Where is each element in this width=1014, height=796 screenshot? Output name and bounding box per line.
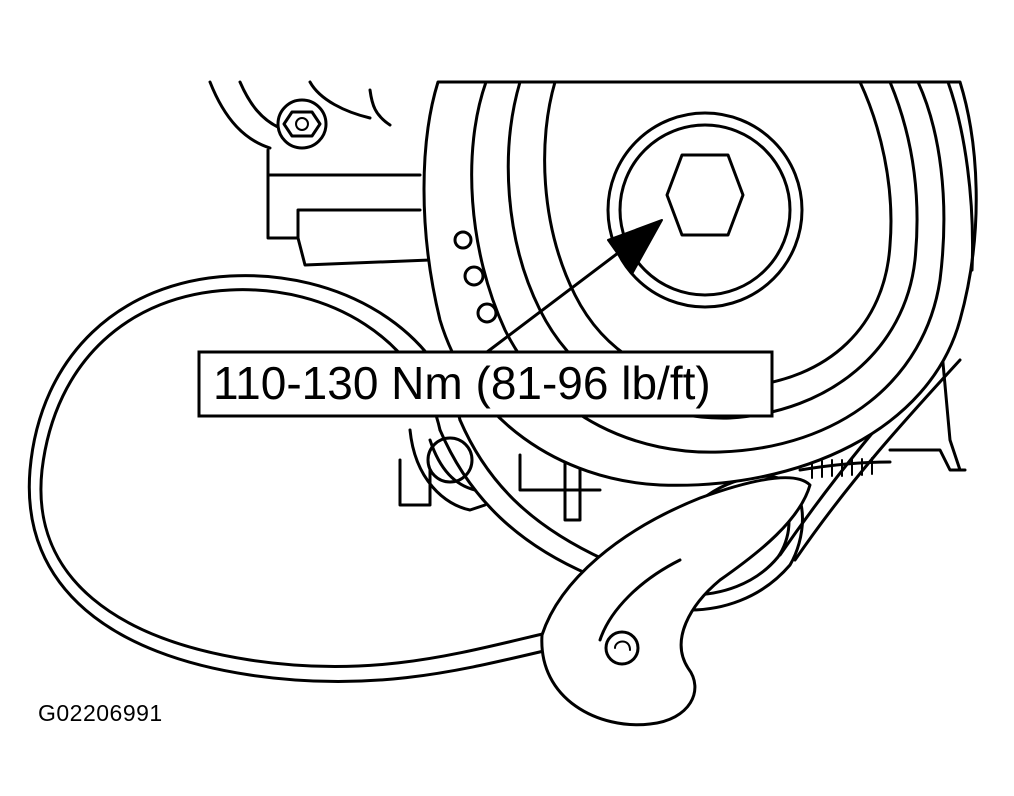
lower-components: [398, 328, 967, 522]
mount-bolt-hex-icon: [282, 110, 322, 138]
callout-box: [197, 350, 774, 418]
torque-spec-label: 110-130 Nm (81-96 lb/ft): [213, 357, 711, 409]
crankshaft-pulley: [422, 80, 978, 487]
torque-callout: 110-130 Nm (81-96 lb/ft): [197, 350, 774, 418]
tensioner-pivot-bolt: [604, 630, 640, 666]
torque-callout-leader: [485, 219, 663, 354]
belt-tensioner: [540, 476, 812, 727]
engine-bracket: [208, 80, 432, 267]
arrowhead-icon: [607, 219, 663, 275]
crank-bolt-hex-icon: [665, 153, 745, 237]
figure-id-label: G02206991: [38, 700, 163, 726]
